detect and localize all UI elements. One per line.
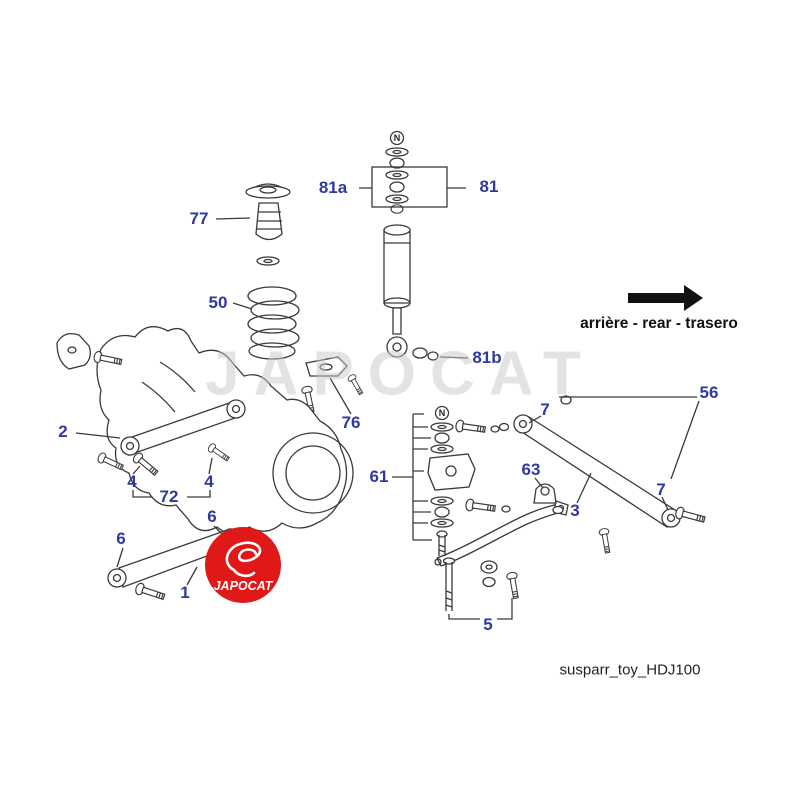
- part-label-7a: 7: [540, 400, 550, 419]
- logo-circle: [205, 527, 281, 603]
- logo-text: JAPOCAT: [214, 579, 274, 593]
- part-label-4a: 4: [127, 472, 137, 491]
- direction-arrow: [628, 285, 703, 311]
- part-label-72: 72: [159, 487, 179, 506]
- part-label-6b: 6: [207, 507, 217, 526]
- spring-icon: [225, 541, 262, 578]
- part-label-81: 81: [479, 177, 499, 196]
- part-label-3: 3: [570, 501, 580, 520]
- part-label-81b: 81b: [472, 348, 502, 367]
- axle-housing-drawing: [56, 326, 354, 535]
- nut-marker: N: [439, 408, 446, 418]
- part-label-77: 77: [189, 209, 209, 228]
- part-label-76: 76: [341, 413, 361, 432]
- upper-control-arm-drawing: [75, 399, 246, 498]
- coil-spring-drawing: [232, 286, 300, 360]
- part-label-6a: 6: [116, 529, 126, 548]
- part-label-4b: 4: [204, 472, 214, 491]
- bump-stop-drawing: [215, 183, 291, 266]
- part-label-63: 63: [521, 460, 541, 479]
- diagram-filename: susparr_toy_HDJ100: [559, 661, 701, 679]
- nut-marker: N: [394, 133, 401, 143]
- part-label-61: 61: [369, 467, 389, 486]
- part-label-1: 1: [180, 583, 190, 602]
- shock-absorber-drawing: N: [359, 130, 469, 361]
- direction-note: arrière - rear - trasero: [580, 315, 738, 332]
- track-bar-drawing: [454, 395, 707, 555]
- stabilizer-link-drawing: [442, 557, 522, 620]
- watermark-text: JAPOCAT: [205, 339, 595, 409]
- japocat-logo-graphic: JAPOCAT: [205, 527, 281, 603]
- part-label-5: 5: [483, 615, 493, 634]
- part-label-7b: 7: [656, 480, 666, 499]
- part-label-56: 56: [699, 383, 719, 402]
- stabilizer-mount-stack-drawing: N: [392, 405, 476, 556]
- spring-seat-drawing: [300, 356, 366, 415]
- part-label-81a: 81a: [318, 178, 348, 197]
- part-label-50: 50: [208, 293, 228, 312]
- stabilizer-bar-drawing: [434, 477, 569, 567]
- japocat-logo: JAPOCAT: [204, 526, 282, 604]
- part-label-2: 2: [58, 422, 68, 441]
